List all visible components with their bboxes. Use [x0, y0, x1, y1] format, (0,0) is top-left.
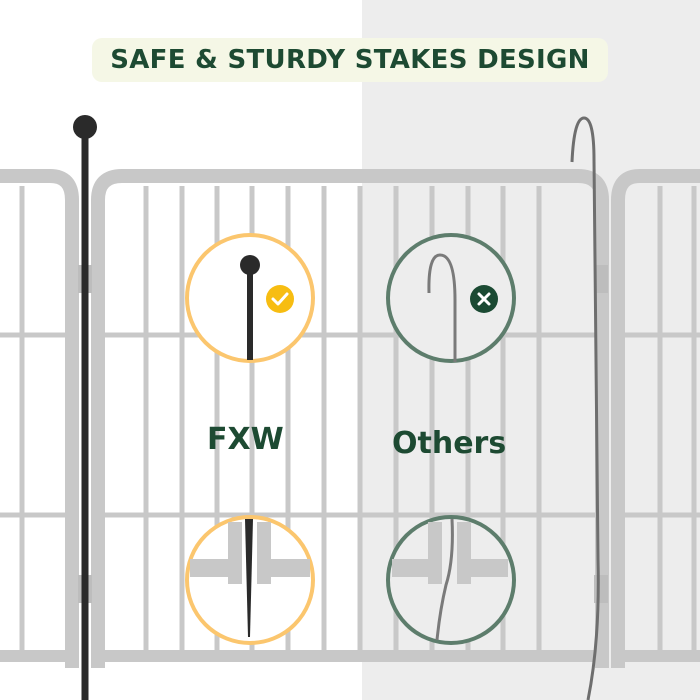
others-stake-full	[570, 116, 600, 700]
page-title: SAFE & STURDY STAKES DESIGN	[92, 38, 608, 82]
others-bottom-detail	[386, 515, 516, 645]
fxw-label: FXW	[207, 422, 284, 457]
fence-bars	[19, 186, 697, 650]
checkmark-icon	[266, 285, 294, 313]
fence-panels	[0, 169, 700, 668]
fxw-top-detail	[185, 233, 315, 363]
others-top-detail	[386, 233, 516, 363]
fxw-stake-full	[73, 115, 97, 700]
fence-rails	[0, 332, 700, 518]
others-label: Others	[392, 426, 507, 461]
fxw-bottom-detail	[185, 515, 315, 645]
